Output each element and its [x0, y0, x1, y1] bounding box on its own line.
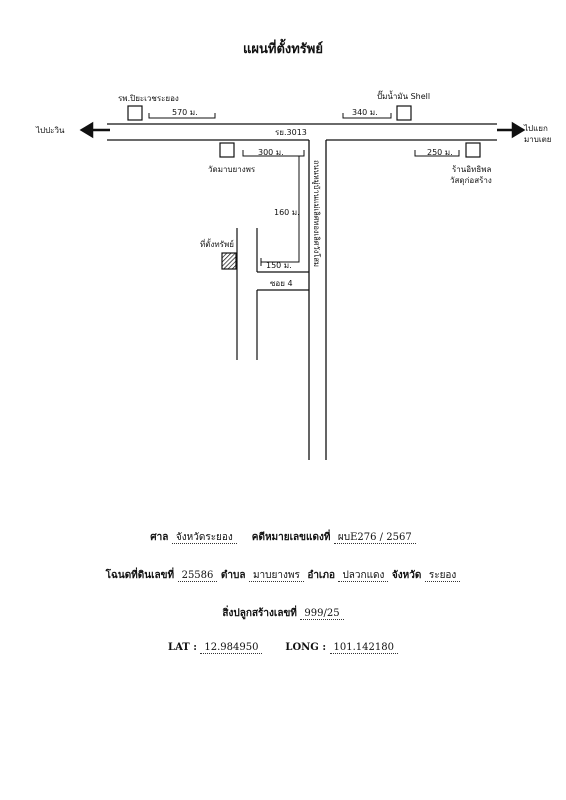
main-road: [107, 123, 497, 141]
province-label: จังหวัด: [391, 570, 422, 581]
label-shop-2: วัสดุก่อสร้าง: [450, 176, 492, 185]
side-road: [308, 140, 327, 460]
distance-300: 300 ม.: [258, 148, 284, 157]
label-property: ที่ตั้งทรัพย์: [200, 238, 234, 249]
distance-250: 250 ม.: [427, 148, 453, 157]
distance-340: 340 ม.: [352, 108, 378, 117]
tambon-value: มาบยางพร: [248, 570, 304, 582]
label-temple: วัดมาบยางพร: [208, 165, 256, 174]
building-label: สิ่งปลูกสร้างเลขที่: [222, 608, 297, 619]
property-marker: [221, 252, 237, 270]
label-to-left: ไปปะวิน: [35, 126, 65, 135]
label-side-road: ถนนหมู่บ้านแม่เลิศทองเลิศวังโสม: [312, 160, 321, 267]
distance-570: 570 ม.: [172, 108, 198, 117]
label-gas-station: ปั๊มน้ำมัน Shell: [377, 90, 430, 101]
shop-marker: [465, 142, 481, 158]
label-soi: ซอย 4: [270, 279, 293, 288]
left-arrow-icon: [79, 121, 110, 139]
right-arrow-icon: [497, 121, 526, 139]
label-shop-1: ร้านอิทธิพล: [452, 165, 491, 174]
temple-marker: [219, 142, 235, 158]
amphoe-value: ปลวกแดง: [338, 570, 389, 582]
building-line: สิ่งปลูกสร้างเลขที่ 999/25: [0, 606, 566, 621]
long-label: LONG :: [285, 642, 327, 653]
label-to-right-2: มาบเตย: [524, 135, 551, 144]
court-value: จังหวัดระยอง: [171, 532, 237, 544]
label-to-right-1: ไปแยก: [523, 124, 548, 133]
distance-lines: [148, 113, 460, 266]
case-label: คดีหมายเลขแดงที่: [251, 532, 331, 543]
hospital-marker: [127, 105, 143, 121]
lat-label: LAT :: [168, 642, 197, 653]
deed-label: โฉนดที่ดินเลขที่: [105, 570, 175, 581]
tambon-label: ตำบล: [220, 570, 246, 581]
deed-line: โฉนดที่ดินเลขที่ 25586 ตำบล มาบยางพร อำเ…: [0, 568, 566, 583]
court-label: ศาล: [150, 532, 169, 543]
amphoe-label: อำเภอ: [307, 570, 335, 581]
distance-150: 150 ม.: [266, 261, 292, 270]
long-value: 101.142180: [329, 642, 398, 654]
distance-160: 160 ม.: [274, 208, 300, 217]
gas-station-marker: [396, 105, 412, 121]
label-road-main: รย.3013: [275, 128, 307, 137]
court-case-line: ศาล จังหวัดระยอง คดีหมายเลขแดงที่ ผบE276…: [0, 530, 566, 545]
building-value: 999/25: [300, 608, 344, 620]
coordinates-line: LAT : 12.984950 LONG : 101.142180: [0, 642, 566, 654]
case-value: ผบE276 / 2567: [333, 532, 416, 544]
lat-value: 12.984950: [200, 642, 263, 654]
page-title: แผนที่ตั้งทรัพย์: [243, 42, 323, 57]
deed-value: 25586: [177, 570, 218, 582]
province-value: ระยอง: [424, 570, 461, 582]
soi-4-road: [236, 228, 309, 360]
label-hospital: รพ.ปิยะเวชระยอง: [118, 94, 179, 103]
